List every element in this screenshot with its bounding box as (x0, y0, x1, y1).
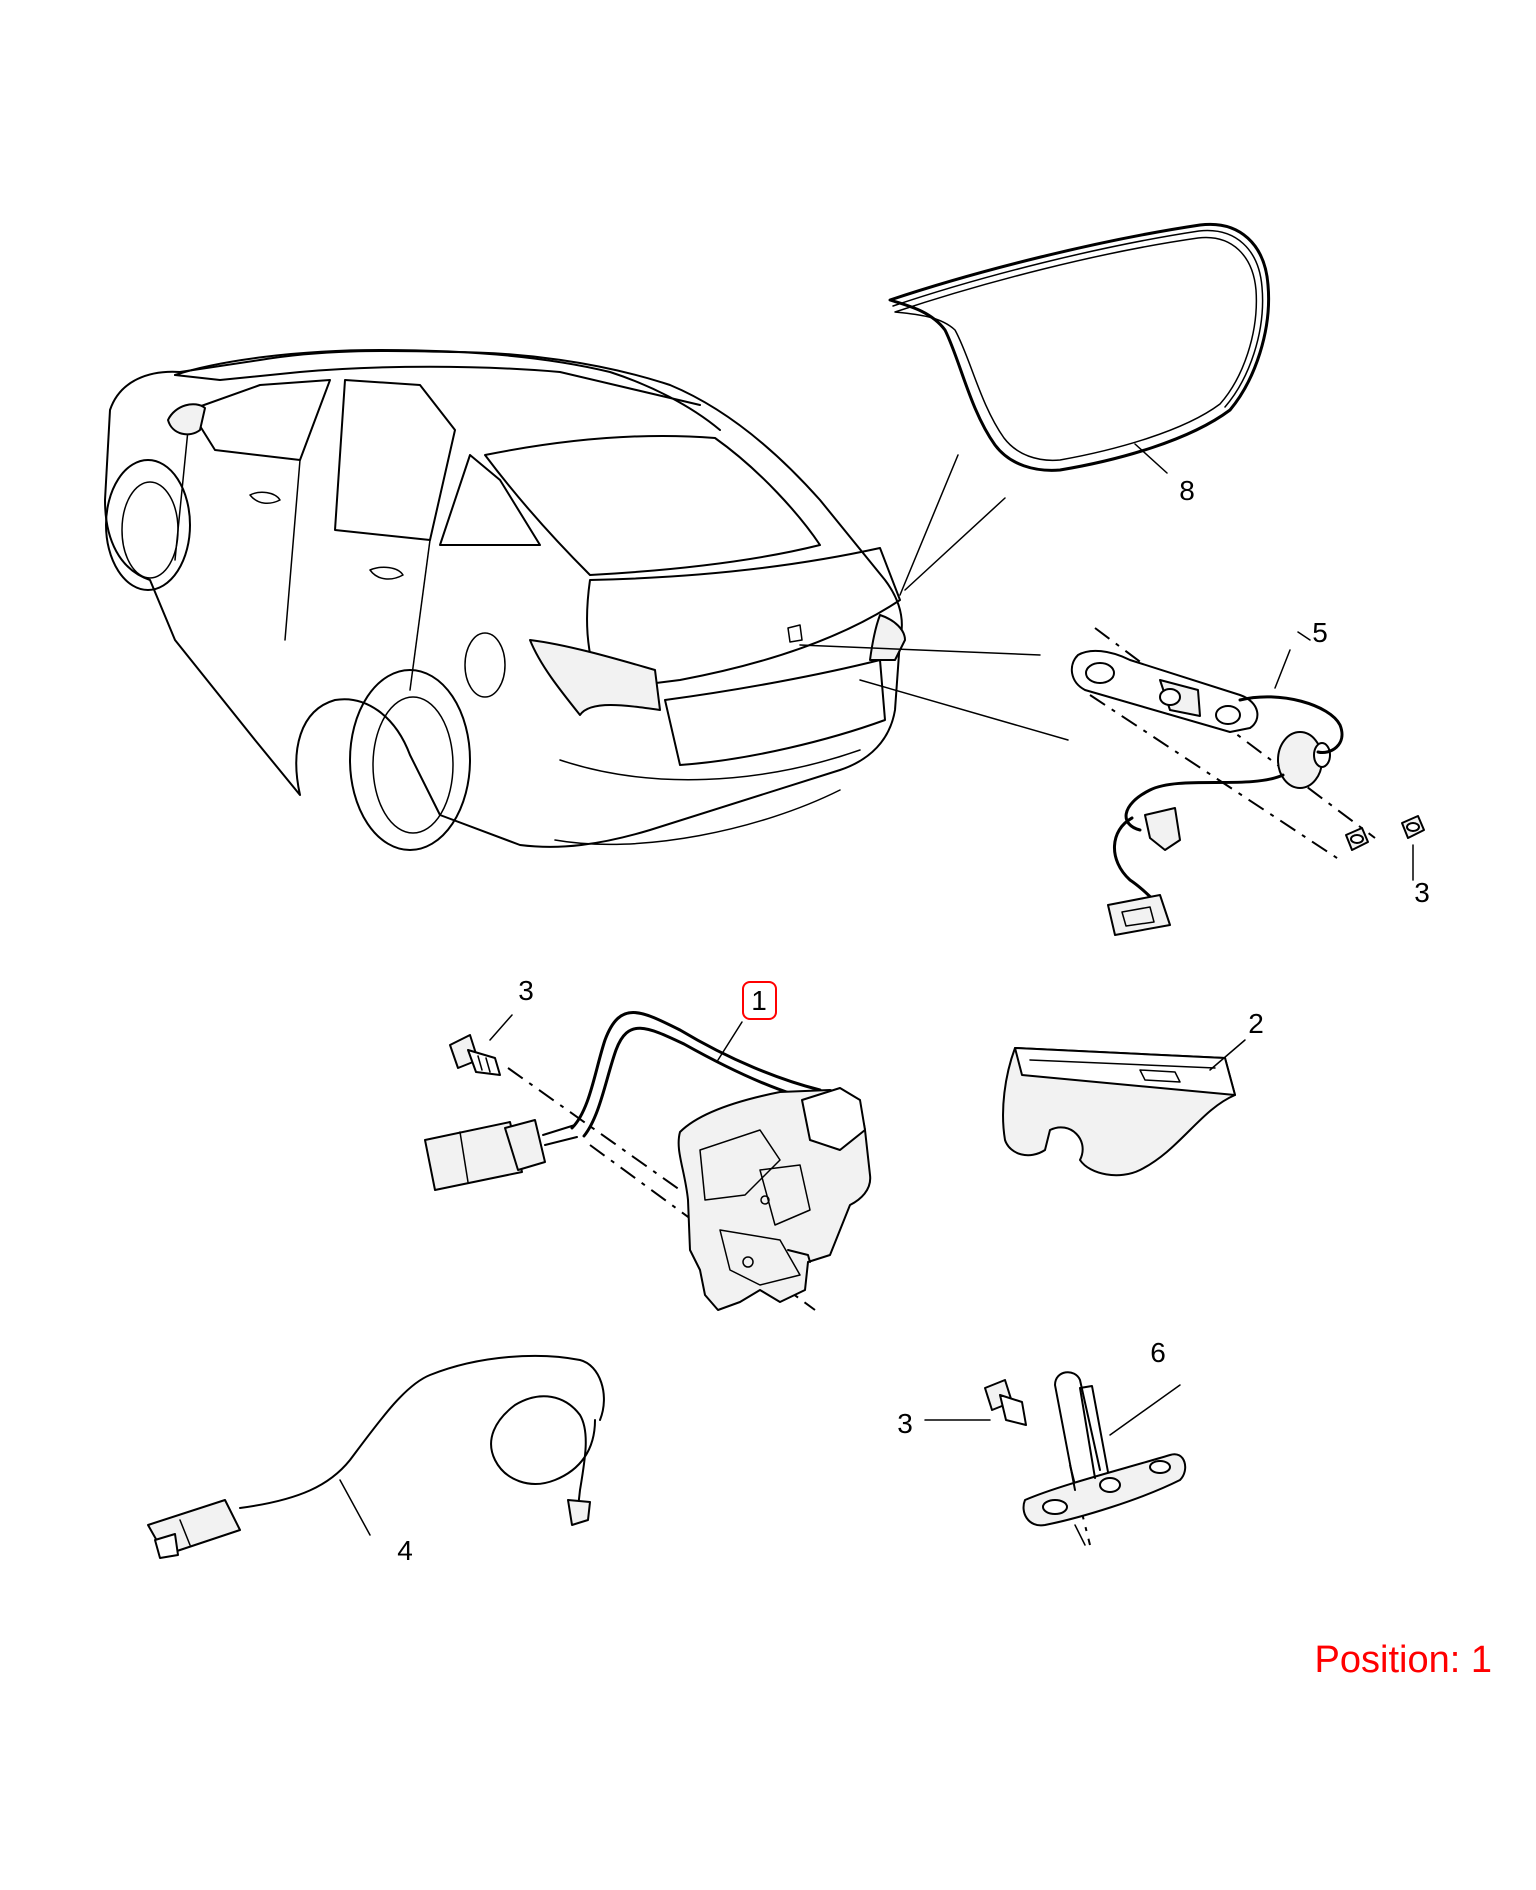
part-2-latch-cover (1002, 1047, 1236, 1177)
callout-5[interactable]: 5 (1312, 617, 1328, 648)
callout-3-lower[interactable]: 3 (897, 1408, 913, 1439)
position-label: Position: 1 (1314, 1639, 1492, 1681)
callout-6[interactable]: 6 (1150, 1337, 1166, 1368)
part-1-latch-assembly (424, 1011, 872, 1311)
callout-1-highlight (742, 981, 777, 1020)
part-5-release-switch (1070, 627, 1425, 936)
part-3-bolt-upper (449, 1034, 501, 1076)
callout-8[interactable]: 8 (1179, 475, 1195, 506)
part-8-weatherstrip (888, 222, 1271, 474)
callout-3-upper-left[interactable]: 3 (518, 975, 534, 1006)
callout-2[interactable]: 2 (1248, 1008, 1264, 1039)
part-4-harness (147, 1354, 605, 1559)
callout-3-right[interactable]: 3 (1414, 877, 1430, 908)
car-leader-lines (799, 454, 1069, 741)
part-3-bolt-lower (984, 1379, 1027, 1426)
sedan-illustration (104, 349, 906, 851)
part-6-striker (1022, 1371, 1187, 1546)
callout-1[interactable]: 1 (751, 985, 767, 1016)
callout-leaders (339, 844, 1414, 1536)
callout-4[interactable]: 4 (397, 1535, 413, 1566)
